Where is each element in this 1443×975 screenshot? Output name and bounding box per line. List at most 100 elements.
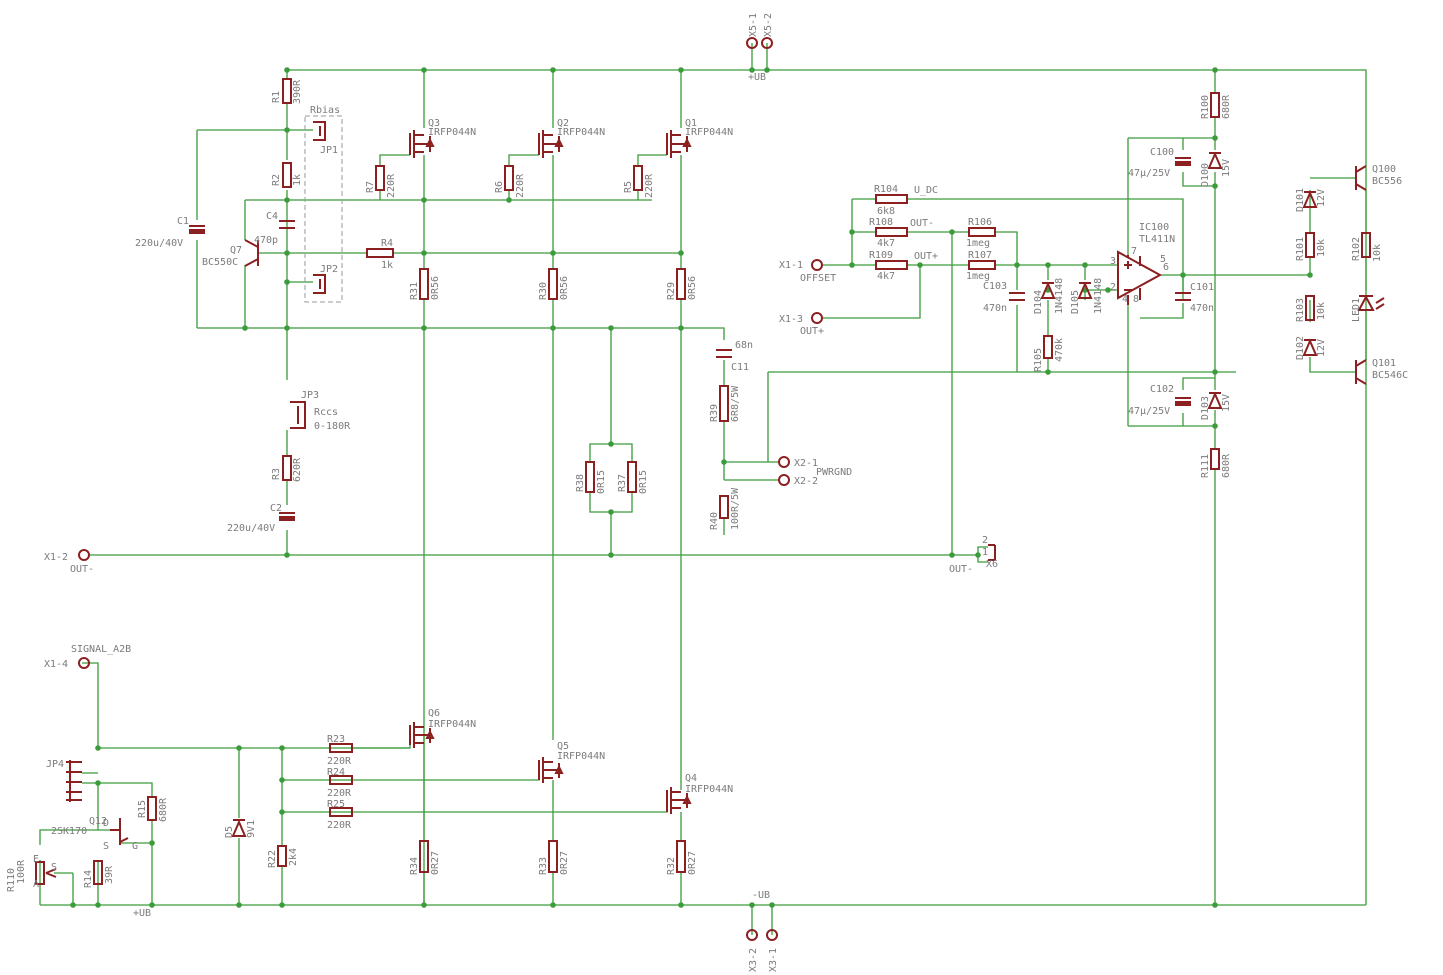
c100-name: C100	[1150, 147, 1174, 158]
q7-name: Q7	[230, 245, 242, 256]
c11-name: C11	[731, 362, 749, 373]
ic100-name: IC100	[1139, 222, 1169, 233]
c1-value: 220u/40V	[135, 238, 183, 249]
c2-value: 220u/40V	[227, 523, 275, 534]
d100-name: D100	[1200, 163, 1211, 187]
r4-value: 1k	[381, 260, 393, 271]
r108-name: R108	[869, 217, 893, 228]
x1-2-label: X1-2	[44, 552, 68, 563]
ic-pin-5: 5	[1160, 254, 1166, 265]
r100-value: 680R	[1221, 94, 1232, 119]
r14-name: R14	[83, 870, 94, 888]
resistor-bodies	[35, 78, 1371, 885]
d105-value: 1N4148	[1093, 278, 1104, 314]
r34-value: 0R27	[430, 851, 441, 875]
r106-name: R106	[968, 217, 992, 228]
jp4-label: JP4	[46, 759, 64, 770]
neg-rail-label: -UB	[752, 890, 770, 901]
rccs-range: 0-180R	[314, 421, 351, 432]
q12-pin-d: D	[103, 818, 109, 829]
d5-name: D5	[224, 826, 235, 838]
r111-name: R111	[1200, 454, 1211, 478]
capacitor-symbols	[189, 157, 1191, 521]
r29-name: R29	[666, 282, 677, 300]
r25-name: R25	[327, 799, 345, 810]
r110-name: R110	[6, 868, 17, 892]
q7-part: BC550C	[202, 257, 238, 268]
out-minus-net: OUT-	[910, 218, 934, 229]
led1-name: LED1	[1351, 298, 1362, 322]
r38-value: 0R15	[596, 470, 607, 494]
d103-name: D103	[1200, 396, 1211, 420]
r25-value: 220R	[327, 820, 352, 831]
r106-value: 1meg	[966, 238, 990, 249]
r101-value: 10k	[1316, 239, 1327, 257]
x3-2-label: X3-2	[748, 948, 759, 972]
jp1-label: JP1	[320, 145, 338, 156]
x5-2-label: X5-2	[763, 13, 774, 37]
r6-value: 220R	[515, 173, 526, 198]
r33-value: 0R27	[559, 851, 570, 875]
r4-name: R4	[381, 238, 393, 249]
r33-name: R33	[538, 857, 549, 875]
labels: +UB -UB +UB X5-1 X5-2 X3-2 X3-1 R1 390R …	[6, 13, 1408, 972]
r107-value: 1meg	[966, 271, 990, 282]
r101-name: R101	[1295, 237, 1306, 261]
offset-label: OFFSET	[800, 273, 836, 284]
r39-value: 6R8/5W	[730, 385, 741, 422]
q12-pin-g: G	[132, 841, 138, 852]
q12-pin-s: S	[103, 841, 109, 852]
u-dc-label: U_DC	[914, 185, 938, 196]
r38-name: R38	[575, 474, 586, 492]
r30-name: R30	[538, 282, 549, 300]
pos-rail-label-bottom: +UB	[133, 908, 151, 919]
x2-1-label: X2-1	[794, 458, 818, 469]
q3-part: IRFP044N	[428, 127, 476, 138]
jp3-label: JP3	[301, 390, 319, 401]
c4-name: C4	[266, 211, 278, 222]
q2-part: IRFP044N	[557, 127, 605, 138]
r37-name: R37	[617, 474, 628, 492]
r1-value: 390R	[292, 79, 303, 104]
r23-name: R23	[327, 734, 345, 745]
d102-name: D102	[1295, 336, 1306, 360]
terminal-pads	[78, 37, 823, 941]
r6-name: R6	[494, 181, 505, 193]
out-plus-net: OUT+	[914, 251, 938, 262]
q4-name: Q4	[685, 773, 697, 784]
c101-value: 470n	[1190, 303, 1214, 314]
d5-value: 9V1	[246, 820, 257, 838]
d103-value: 15V	[1221, 394, 1232, 412]
r1-name: R1	[271, 91, 282, 103]
signal-label: SIGNAL_A2B	[71, 644, 131, 655]
c1-name: C1	[177, 216, 189, 227]
r2-value: 1k	[292, 174, 303, 186]
out-plus-label: OUT+	[800, 326, 824, 337]
r105-value: 470k	[1054, 338, 1065, 362]
r110-pin-s: S	[51, 862, 57, 873]
c101-name: C101	[1190, 282, 1214, 293]
c100-value: 47µ/25V	[1128, 168, 1170, 179]
ic-pin-3: 3	[1110, 256, 1116, 267]
q12-part: 2SK170	[51, 826, 87, 837]
c2-name: C2	[270, 503, 282, 514]
bjt-symbols	[110, 165, 1367, 845]
out-minus-label: OUT-	[70, 564, 94, 575]
r100-name: R100	[1200, 95, 1211, 119]
r7-name: R7	[365, 181, 376, 193]
r2-name: R2	[271, 174, 282, 186]
pwrgnd-label: PWRGND	[816, 467, 852, 478]
r32-value: 0R27	[687, 851, 698, 875]
q101-part: BC546C	[1372, 370, 1408, 381]
r105-name: R105	[1033, 348, 1044, 372]
x2-2-label: X2-2	[794, 476, 818, 487]
r107-name: R107	[968, 250, 992, 261]
q1-part: IRFP044N	[685, 127, 733, 138]
r103-name: R103	[1295, 298, 1306, 322]
r31-name: R31	[409, 282, 420, 300]
q4-part: IRFP044N	[685, 784, 733, 795]
r24-value: 220R	[327, 788, 352, 799]
r37-value: 0R15	[638, 470, 649, 494]
r31-value: 0R56	[430, 276, 441, 300]
